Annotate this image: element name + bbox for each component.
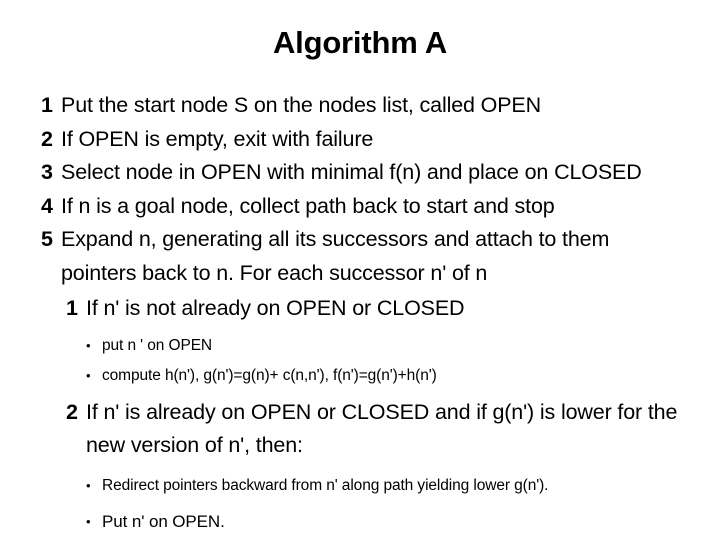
- substep-number: 2: [66, 399, 78, 424]
- step-number: 2: [41, 126, 53, 151]
- step-number: 5: [41, 227, 53, 251]
- substep-text-continuation: new version of n', then:: [86, 433, 303, 457]
- substep-text: If n' is already on OPEN or CLOSED and i…: [86, 399, 678, 424]
- step-item-5: 5 Expand n, generating all its successors…: [0, 223, 720, 290]
- step-text: If n is a goal node, collect path back t…: [61, 193, 555, 218]
- list-item: • compute h(n'), g(n')=g(n)+ c(n,n'), f(n…: [0, 361, 720, 391]
- step-number: 3: [41, 160, 53, 184]
- list-item: • Redirect pointers backward from n' alon…: [0, 471, 720, 501]
- step-item-4: 4 If n is a goal node, collect path back …: [0, 190, 720, 224]
- step-text-continuation: pointers back to n. For each successor n…: [61, 260, 488, 285]
- step-text: If OPEN is empty, exit with failure: [61, 126, 374, 151]
- step-item-1: 1 Put the start node S on the nodes list,…: [0, 89, 720, 123]
- substep-item-2: 2 If n' is already on OPEN or CLOSED and …: [0, 396, 720, 463]
- bullet-dot-icon: •: [86, 477, 91, 493]
- page-title: Algorithm A: [272, 25, 448, 60]
- list-item: • put n ' on OPEN: [0, 331, 720, 361]
- bullet-dot-icon: •: [86, 367, 91, 383]
- bullet-text: Redirect pointers backward from n' along…: [102, 476, 549, 494]
- step-text: Put the start node S on the nodes list, …: [61, 93, 541, 117]
- step-text: Expand n, generating all its successors …: [61, 227, 610, 251]
- step-text: Select node in OPEN with minimal f(n) an…: [61, 160, 642, 184]
- bullet-text: put n ' on OPEN: [102, 336, 213, 354]
- step-item-2: 2 If OPEN is empty, exit with failure: [0, 123, 720, 157]
- substep-text: If n' is not already on OPEN or CLOSED: [86, 296, 465, 320]
- bullet-dot-icon: •: [86, 513, 91, 529]
- step-item-3: 3 Select node in OPEN with minimal f(n) a…: [0, 156, 720, 190]
- step-number: 4: [41, 193, 53, 218]
- list-item: • Put n' on OPEN.: [0, 506, 720, 538]
- substep-number: 1: [66, 296, 78, 320]
- bullet-dot-icon: •: [86, 337, 91, 353]
- step-number: 1: [41, 93, 53, 117]
- bullet-text: compute h(n'), g(n')=g(n)+ c(n,n'), f(n'…: [102, 366, 437, 384]
- algorithm-steps-list: 1 Put the start node S on the nodes list,…: [0, 89, 720, 538]
- bullet-text: Put n' on OPEN.: [102, 511, 225, 531]
- substep-item-1: 1 If n' is not already on OPEN or CLOSED: [0, 292, 720, 326]
